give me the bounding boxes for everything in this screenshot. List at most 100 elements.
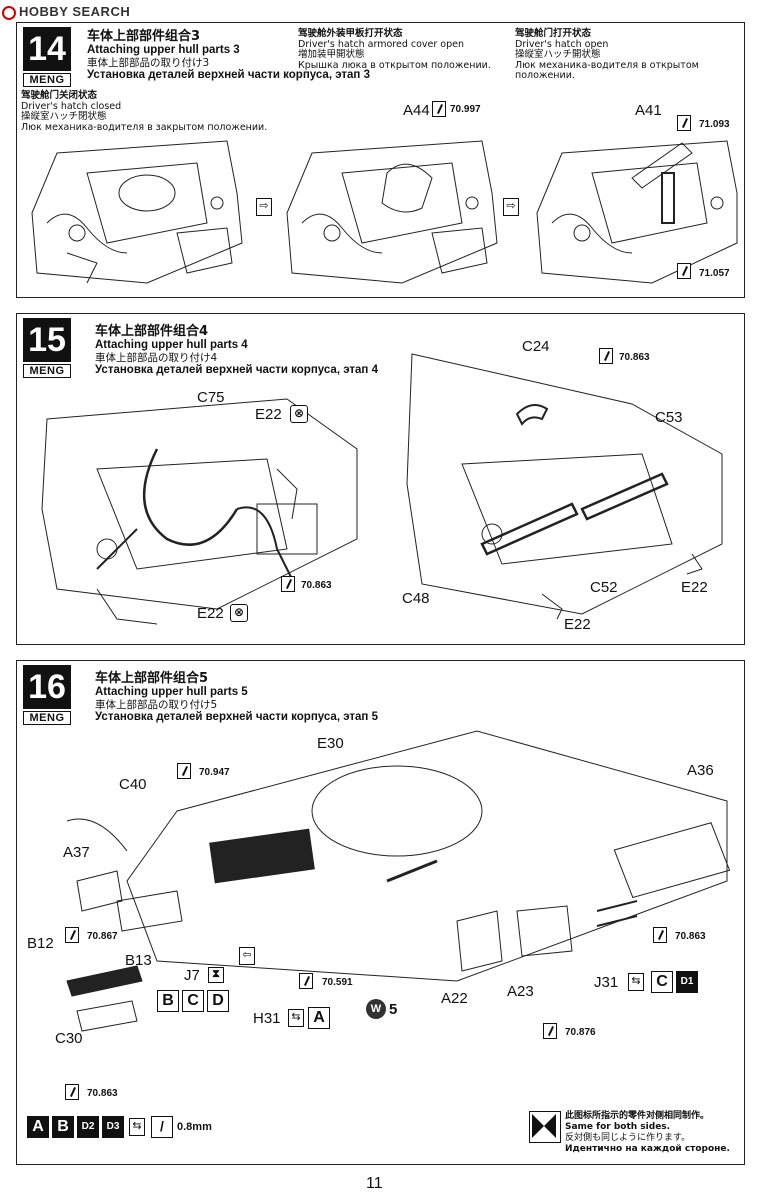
part-label-a44: A44 — [403, 102, 430, 119]
step-14-badge: 14 MENG — [23, 27, 71, 87]
part-label-e22: E22 — [197, 605, 224, 622]
sprue-c-icon: C — [182, 990, 204, 1012]
title-ru: Установка деталей верхней части корпуса,… — [95, 711, 378, 723]
sprue-a-icon: A — [27, 1116, 49, 1138]
sprue-d-icon: D — [207, 990, 229, 1012]
watermark-text: HOBBY SEARCH — [19, 4, 131, 19]
caption-cn: 驾驶舱门打开状态 — [515, 28, 592, 39]
paint-code: 70.863 — [87, 1088, 118, 1099]
paint-brush-icon — [677, 115, 691, 131]
part-label-c48: C48 — [402, 590, 430, 607]
note-jp: 反対側も同じように作ります。 — [565, 1133, 691, 1143]
paint-code: 70.863 — [619, 352, 650, 363]
caption-en: Driver's hatch closed — [21, 100, 122, 112]
part-label-a22: A22 — [441, 990, 468, 1007]
hull-drawing-right — [406, 353, 723, 620]
sequence-arrow-icon: ⇆ — [129, 1118, 145, 1136]
paint-brush-icon — [677, 263, 691, 279]
caption-en: Driver's hatch armored cover open — [298, 38, 464, 50]
paint-code: 70.863 — [301, 580, 332, 591]
caption-hatch-cover-open: 驾驶舱外装甲板打开状态 Driver's hatch armored cover… — [298, 28, 491, 71]
sprue-b-icon: B — [52, 1116, 74, 1138]
part-label-j7: J7 — [184, 967, 200, 984]
step-14-panel: 14 MENG 车体上部部件组合3 Attaching upper hull p… — [16, 22, 745, 298]
hourglass-icon: ⧗ — [208, 967, 224, 983]
part-label-a36: A36 — [687, 762, 714, 779]
caption-ru: Люк механика-водителя в закрытом положен… — [21, 121, 268, 133]
caption-cn: 驾驶舱门关闭状态 — [21, 90, 98, 101]
sprue-set-j7: B C D — [157, 990, 237, 1014]
step-number: 15 — [23, 318, 71, 362]
part-label-c40: C40 — [119, 776, 147, 793]
part-label-e22: E22 — [681, 579, 708, 596]
caption-cn: 驾驶舱外装甲板打开状态 — [298, 28, 403, 39]
wire-icon: / — [151, 1116, 173, 1138]
sequence-arrow-icon: ⇨ — [503, 198, 519, 216]
title-cn: 车体上部部件组合4 — [95, 324, 209, 339]
part-label-c53: C53 — [655, 409, 683, 426]
hull-drawing-left — [41, 398, 358, 625]
title-jp: 車体上部部品の取り付け4 — [95, 352, 218, 364]
note-ru: Идентично на каждой стороне. — [565, 1144, 730, 1154]
page-number: 11 — [366, 1175, 383, 1192]
watermark-icon — [2, 5, 16, 20]
sprue-b-icon: B — [157, 990, 179, 1012]
paint-brush-icon — [299, 973, 313, 989]
step-14-title: 车体上部部件组合3 Attaching upper hull parts 3 車… — [87, 29, 370, 82]
paint-code: 70.997 — [450, 104, 481, 115]
weathering-badge: W — [366, 999, 386, 1019]
paint-code: 70.863 — [675, 931, 706, 942]
paint-brush-icon — [177, 763, 191, 779]
paint-brush-icon — [432, 101, 446, 117]
part-label-a41: A41 — [635, 102, 662, 119]
title-jp: 車体上部部品の取り付け3 — [87, 57, 210, 69]
paint-brush-icon — [65, 927, 79, 943]
step-16-title: 车体上部部件组合5 Attaching upper hull parts 5 車… — [95, 671, 378, 724]
note-en: Same for both sides. — [565, 1122, 671, 1132]
paint-brush-icon — [599, 348, 613, 364]
do-not-glue-icon: ⊗ — [290, 405, 308, 423]
title-en: Attaching upper hull parts 5 — [95, 686, 248, 698]
caption-hatch-closed: 驾驶舱门关闭状态 Driver's hatch closed 操縦室ハッチ閉状態… — [21, 90, 268, 133]
paint-brush-icon — [281, 576, 295, 592]
part-label-a23: A23 — [507, 983, 534, 1000]
step-15-panel: 15 MENG 车体上部部件组合4 Attaching upper hull p… — [16, 313, 745, 645]
part-label-c24: C24 — [522, 338, 550, 355]
step-number: 16 — [23, 665, 71, 709]
title-cn: 车体上部部件组合5 — [95, 671, 209, 686]
sprue-set-bottom: A B D2 D3 ⇆ / 0.8mm — [27, 1116, 237, 1140]
caption-en: Driver's hatch open — [515, 38, 609, 50]
title-jp: 車体上部部品の取り付け5 — [95, 699, 218, 711]
part-label-b13: B13 — [125, 952, 152, 969]
title-ru: Установка деталей верхней части корпуса,… — [95, 364, 378, 376]
hull-drawing-hatch-open — [536, 140, 738, 284]
step-16-badge: 16 MENG — [23, 665, 71, 725]
part-label-c30: C30 — [55, 1030, 83, 1047]
paint-brush-icon — [543, 1023, 557, 1039]
part-label-h31: H31 — [253, 1010, 281, 1027]
caption-jp: 操縦室ハッチ閉状態 — [21, 111, 107, 122]
same-both-sides-note: 此图标所指示的零件对侧相同制作。 Same for both sides. 反対… — [529, 1111, 739, 1161]
paint-code: 70.867 — [87, 931, 118, 942]
step-16-panel: 16 MENG 车体上部部件组合5 Attaching upper hull p… — [16, 660, 745, 1165]
sequence-arrow-icon: ⇆ — [288, 1009, 304, 1027]
paint-code: 71.057 — [699, 268, 730, 279]
brand-logo: MENG — [23, 73, 71, 87]
caption-ru: Люк механика-водителя в открытом положен… — [515, 59, 699, 81]
sequence-arrow-icon: ⇦ — [239, 947, 255, 965]
part-label-e22: E22 — [564, 616, 591, 633]
hull-drawing-rear — [66, 730, 731, 1032]
watermark-logo: HOBBY SEARCH — [2, 4, 130, 20]
brand-logo: MENG — [23, 711, 71, 725]
brand-logo: MENG — [23, 364, 71, 378]
sprue-a-icon: A — [308, 1007, 330, 1029]
hull-drawing-cover-open — [286, 140, 498, 284]
part-label-e30: E30 — [317, 735, 344, 752]
title-en: Attaching upper hull parts 4 — [95, 339, 248, 351]
caption-jp: 増加装甲開状態 — [298, 49, 365, 60]
do-not-glue-icon: ⊗ — [230, 604, 248, 622]
sprue-c-icon: C — [651, 971, 673, 993]
sequence-arrow-icon: ⇆ — [628, 973, 644, 991]
part-label-j31: J31 — [594, 974, 619, 991]
caption-ru: Крышка люка в открытом положении. — [298, 59, 491, 71]
